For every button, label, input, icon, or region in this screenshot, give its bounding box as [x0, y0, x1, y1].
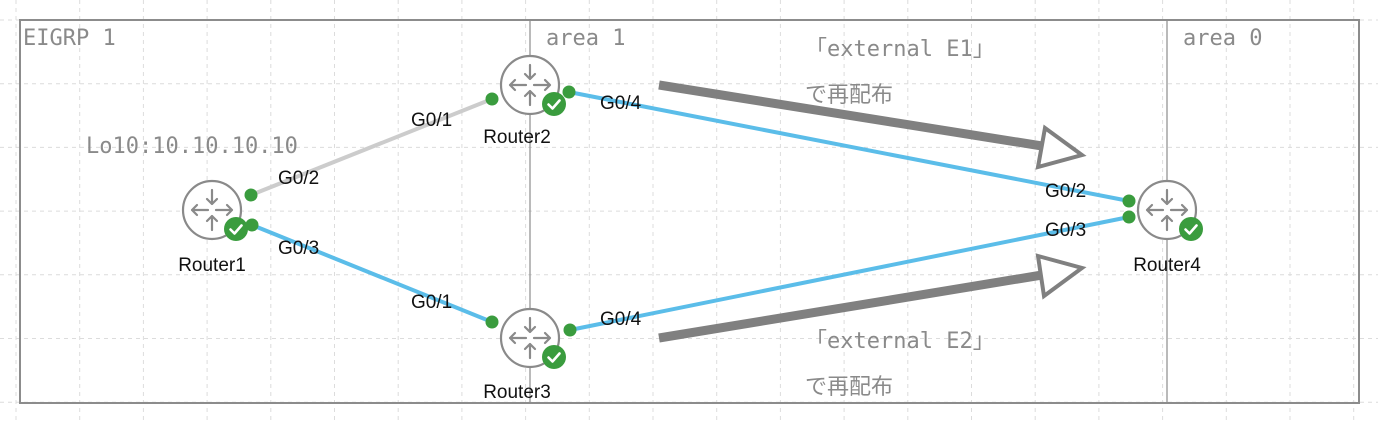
redistribution-arrow-e2-shaft — [658, 270, 1043, 343]
link-router2-router4[interactable] — [568, 90, 1130, 203]
checkmark-icon — [229, 224, 243, 235]
router-3[interactable] — [499, 307, 566, 369]
iface-label-router3-g0-4: G0/4 — [600, 309, 642, 330]
endpoint-router1-g0-3 — [245, 218, 259, 232]
router-arrows-icon — [508, 316, 552, 360]
redistribution-arrow-e2-head — [1035, 253, 1087, 300]
redistribution-note-e1-line2: で再配布 — [805, 83, 893, 108]
endpoint-router1-g0-2 — [244, 188, 258, 202]
status-ok-badge — [1179, 217, 1203, 241]
router-label-3: Router3 — [483, 382, 551, 403]
status-ok-badge — [224, 217, 248, 241]
endpoint-router2-g0-1 — [485, 92, 499, 106]
endpoint-router4-g0-2 — [1122, 194, 1136, 208]
redistribution-arrow-e1-shaft — [658, 80, 1043, 151]
router-arrows-icon — [508, 63, 552, 107]
status-ok-badge — [542, 345, 566, 369]
redistribution-note-e2-line2: で再配布 — [805, 375, 893, 400]
router-label-4: Router4 — [1133, 255, 1201, 276]
router-2[interactable] — [499, 54, 566, 116]
iface-label-router1-g0-3: G0/3 — [278, 238, 319, 259]
status-ok-badge — [542, 92, 566, 116]
redistribution-note-e1-line1: 「external E1」 — [805, 37, 995, 62]
router-arrows-icon — [1145, 188, 1189, 232]
router-label-1: Router1 — [178, 255, 246, 276]
link-router1-router3[interactable] — [251, 223, 493, 324]
region-label-area1: area 1 — [546, 26, 625, 51]
router-label-2: Router2 — [483, 127, 551, 148]
diagram-frame — [19, 19, 1360, 404]
region-label-eigrp: EIGRP 1 — [23, 26, 116, 51]
router-4[interactable] — [1136, 179, 1203, 241]
checkmark-icon — [547, 352, 561, 363]
router-1[interactable] — [181, 179, 248, 241]
loopback-note: Lo10:10.10.10.10 — [86, 134, 298, 159]
endpoint-router4-g0-3 — [1122, 210, 1136, 224]
redistribution-arrow-e1-head — [1035, 124, 1087, 170]
endpoint-router3-g0-4 — [563, 323, 577, 337]
link-router1-router2[interactable] — [250, 97, 493, 197]
iface-label-router1-g0-2: G0/2 — [278, 168, 319, 189]
iface-label-router4-g0-2: G0/2 — [1045, 181, 1086, 202]
endpoint-router2-g0-4 — [562, 85, 576, 99]
redistribution-arrow-e2 — [658, 253, 1087, 343]
redistribution-note-e2-line1: 「external E2」 — [805, 329, 995, 354]
iface-label-router2-g0-1: G0/1 — [411, 110, 452, 131]
iface-label-router3-g0-1: G0/1 — [411, 292, 452, 313]
link-router3-router4[interactable] — [569, 215, 1130, 332]
endpoint-router3-g0-1 — [485, 315, 499, 329]
iface-label-router2-g0-4: G0/4 — [600, 93, 642, 114]
region-label-area0: area 0 — [1183, 26, 1262, 51]
checkmark-icon — [547, 99, 561, 110]
router-arrows-icon — [190, 188, 234, 232]
redistribution-arrow-e1 — [658, 80, 1087, 170]
checkmark-icon — [1184, 224, 1198, 235]
iface-label-router4-g0-3: G0/3 — [1045, 220, 1086, 241]
